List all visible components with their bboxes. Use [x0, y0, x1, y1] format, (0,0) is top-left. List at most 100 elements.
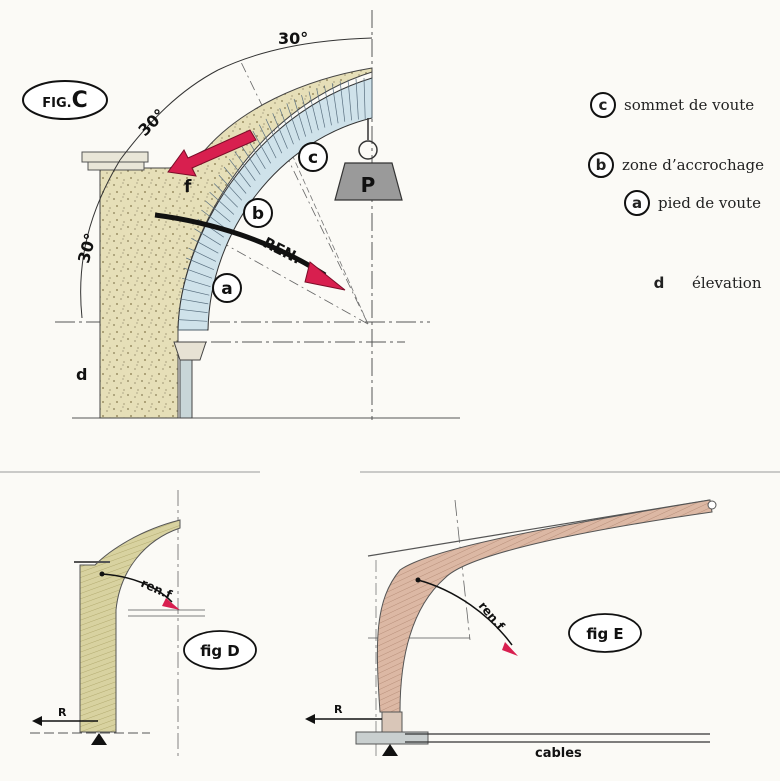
voussoir-joint: [179, 298, 209, 305]
voussoir-joint: [339, 81, 346, 122]
fig-e-tip-hinge: [707, 500, 717, 510]
svg-text:fig D: fig D: [200, 642, 240, 660]
voussoir-joint: [194, 228, 222, 246]
ren-label: REN.: [260, 234, 304, 268]
voussoir-joint: [223, 166, 247, 194]
voussoir-joint: [201, 209, 228, 230]
voussoir-joint: [209, 191, 235, 215]
fig-d-reaction-head: [32, 716, 42, 726]
fig-d-reaction-label: R: [58, 706, 67, 719]
voussoir-joints: [178, 77, 373, 331]
fig-c-badge: FIG.C: [22, 80, 108, 120]
svg-text:fig E: fig E: [586, 625, 623, 643]
voussoir-joint: [363, 77, 366, 120]
legend-row-d: d élevation: [646, 274, 762, 292]
voussoir-joint: [347, 79, 352, 121]
legend-text-d: élevation: [692, 274, 762, 292]
legend-row-c: c sommet de voute: [590, 92, 754, 118]
fig-d-arrow-head: [162, 598, 180, 610]
fig-e-reaction-head: [305, 714, 315, 724]
weight-ring: [358, 140, 378, 160]
voussoir-joint: [188, 247, 217, 262]
voussoir-joint: [183, 267, 213, 279]
angle-label-left: 30°: [74, 231, 100, 265]
legend-text-c: sommet de voute: [624, 96, 755, 114]
fig-e-arrow-head: [502, 642, 518, 656]
fig-e-arrow-label: ren.f: [476, 599, 508, 633]
voussoir-joint: [324, 85, 332, 126]
fig-d-arrow-label: ren.f: [139, 576, 175, 602]
legend-marker-d: d: [653, 274, 665, 292]
angle-arc-left: [80, 159, 121, 319]
radial-line-1: [239, 59, 369, 325]
column-capital: [173, 341, 207, 361]
voussoir-joint: [178, 308, 208, 313]
zone-c-marker: c: [298, 142, 328, 172]
fig-d: ren.f R fig D: [30, 490, 257, 760]
legend-text-a: pied de voute: [658, 194, 761, 212]
voussoir-joint: [265, 118, 283, 154]
zone-b-marker: b: [243, 198, 273, 228]
fig-e-arrow-shaft: [417, 579, 513, 646]
fig-e-badge: fig E: [568, 613, 642, 653]
svg-text:FIG.C: FIG.C: [42, 88, 87, 113]
fig-e-axis: [454, 499, 471, 641]
fig-e-bearing: [381, 711, 403, 733]
fig-e: ren.f R cables fig E: [305, 499, 717, 761]
voussoir-joint: [301, 95, 313, 134]
legend-marker-b: b: [588, 152, 614, 178]
ren-arrow-head: [304, 261, 346, 291]
angle-arc-top: [217, 37, 373, 71]
voussoir-joint: [234, 151, 256, 181]
angle-arc-mid: [119, 69, 219, 161]
voussoir-joint: [213, 183, 238, 208]
voussoir-joint: [293, 98, 307, 137]
legend-marker-a: a: [624, 190, 650, 216]
fig-e-cables-label: cables: [535, 746, 582, 761]
fig-e-reaction-label: R: [334, 703, 343, 716]
fig-e-support-triangle: [382, 744, 398, 756]
voussoir-joint: [258, 124, 277, 159]
voussoir-joint: [181, 277, 211, 288]
svg-text:a: a: [221, 279, 232, 299]
fig-e-origin-dot: [415, 577, 421, 583]
voussoir-joint: [355, 78, 359, 120]
voussoir-joint: [279, 108, 294, 145]
fig-d-support-triangle: [91, 733, 107, 745]
force-arrow-f: [167, 129, 257, 177]
fig-d-origin-dot: [99, 571, 105, 577]
weight-label: P: [361, 173, 376, 197]
voussoir-joint: [180, 288, 210, 296]
voussoir-joint: [308, 91, 319, 131]
d-label: d: [76, 365, 87, 384]
legend-marker-c: c: [590, 92, 616, 118]
svg-text:b: b: [252, 204, 264, 224]
fig-c: P 30° 30° 30° REN. f d c b a FIG.C: [22, 10, 460, 420]
fig-d-pier-arch: [79, 519, 181, 733]
voussoir-joint: [252, 130, 272, 164]
column-shaft: [179, 359, 193, 419]
voussoir-joint: [178, 319, 208, 322]
fig-e-frame: [376, 499, 713, 713]
voussoir-joint: [218, 174, 243, 201]
svg-text:c: c: [308, 148, 318, 168]
voussoir-joint: [191, 237, 219, 254]
fig-d-badge: fig D: [183, 630, 257, 670]
voussoir-joint: [286, 103, 300, 141]
impost-cornice: [81, 151, 149, 163]
voussoir-joint: [331, 83, 339, 124]
ren-arrow-shaft: [154, 212, 327, 278]
voussoir-joint: [240, 144, 261, 175]
angle-label-top: 30°: [278, 29, 308, 48]
voussoir-joint: [316, 88, 326, 128]
legend-row-a: a pied de voute: [624, 190, 761, 216]
voussoir-joint: [229, 158, 251, 188]
legend-row-b: b zone d’accrochage: [588, 152, 764, 178]
voussoir-joint: [205, 200, 231, 223]
fig-d-arrow-shaft: [101, 573, 173, 603]
radial-line-3: [289, 149, 369, 325]
voussoir-joint: [185, 257, 215, 271]
weight-body: [334, 162, 403, 201]
